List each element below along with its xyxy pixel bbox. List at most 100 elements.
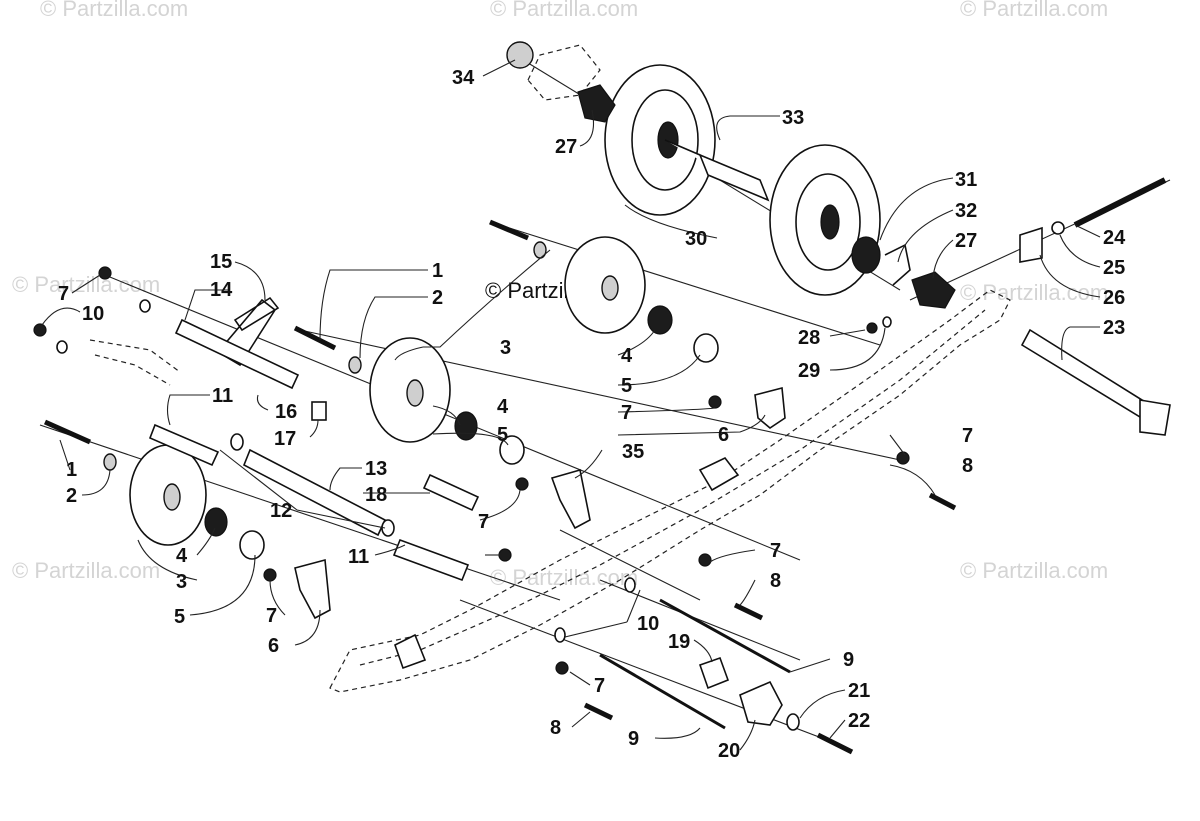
bolt-22	[816, 732, 854, 755]
callout-9: 9	[843, 649, 854, 671]
callout-16: 16	[275, 401, 297, 423]
callout-13: 13	[365, 458, 387, 480]
callout-7: 7	[266, 605, 277, 627]
watermark: © Partzilla.com	[40, 0, 188, 21]
ring-12	[381, 519, 395, 537]
parts	[33, 41, 1171, 755]
idler-wheel-large	[604, 64, 881, 296]
callout-17: 17	[274, 428, 296, 450]
ring-32	[884, 243, 911, 286]
nut-7	[708, 395, 722, 409]
callout-32: 32	[955, 200, 977, 222]
callout-10: 10	[637, 613, 659, 635]
callout-24: 24	[1103, 227, 1126, 249]
washer-2	[533, 241, 547, 259]
tube-11-lower	[392, 538, 470, 582]
callout-1: 1	[66, 459, 77, 481]
watermark: © Partzilla.com	[960, 0, 1108, 21]
callout-11: 11	[348, 546, 369, 568]
callout-2: 2	[432, 287, 443, 309]
leader-lines	[41, 59, 1101, 751]
bolt-24	[1073, 177, 1167, 228]
tube-13	[242, 448, 387, 537]
callout-21: 21	[848, 680, 870, 702]
callout-7: 7	[478, 511, 489, 533]
callout-8: 8	[770, 570, 781, 592]
nut-7	[515, 477, 529, 491]
watermark: © Partzilla.com	[960, 280, 1108, 305]
shaft-23-plate	[1139, 399, 1171, 436]
washer-34	[506, 41, 534, 69]
nut-7	[98, 266, 112, 280]
bolt-8-lower	[583, 702, 614, 721]
shaft-23	[1020, 328, 1151, 422]
callout-28: 28	[798, 327, 820, 349]
callout-33: 33	[782, 107, 804, 129]
callout-35: 35	[622, 441, 644, 463]
callout-3: 3	[500, 337, 511, 359]
bushing-17	[311, 401, 327, 421]
bracket-6-lower	[294, 558, 331, 620]
callout-20: 20	[718, 740, 740, 762]
washer-29	[882, 316, 892, 328]
callout-3: 3	[176, 571, 187, 593]
ring-12	[230, 433, 244, 451]
callout-labels: 34 27 33 30 31 32 27 24 25 26 23 28 29 1…	[58, 67, 1126, 762]
callout-8: 8	[550, 717, 561, 739]
callout-26: 26	[1103, 287, 1125, 309]
washer-25	[1051, 221, 1065, 235]
callout-7: 7	[594, 675, 605, 697]
cap-27-right	[911, 271, 956, 309]
callout-27: 27	[555, 136, 577, 158]
callout-4: 4	[497, 396, 509, 418]
callout-14: 14	[210, 279, 233, 301]
callout-5: 5	[174, 606, 185, 628]
bolt-1-mid	[293, 325, 337, 351]
callout-4: 4	[621, 345, 633, 367]
spacer-19	[698, 656, 730, 690]
bolt-8-right	[928, 492, 957, 511]
callout-6: 6	[268, 635, 279, 657]
callout-9: 9	[628, 728, 639, 750]
callout-2: 2	[66, 485, 77, 507]
bracket-35	[550, 468, 591, 530]
callout-19: 19	[668, 631, 690, 653]
cap-27	[577, 84, 616, 123]
bracket-20	[739, 680, 783, 726]
washer-10	[56, 340, 68, 354]
callout-6: 6	[718, 424, 729, 446]
callout-8: 8	[962, 455, 973, 477]
washer-2	[103, 453, 117, 471]
bolt-1-lower	[43, 419, 92, 445]
callout-22: 22	[848, 710, 870, 732]
callout-30: 30	[685, 228, 707, 250]
nut-7	[263, 568, 277, 582]
callout-1: 1	[432, 260, 443, 282]
nut-7	[698, 553, 712, 567]
bolt-9-upper	[659, 598, 791, 674]
nut-7	[498, 548, 512, 562]
callout-31: 31	[955, 169, 977, 191]
callout-11: 11	[212, 385, 233, 407]
callout-23: 23	[1103, 317, 1125, 339]
washer-21	[786, 713, 800, 731]
callout-15: 15	[210, 251, 232, 273]
bolt-9-lower	[599, 653, 726, 730]
callout-27-right: 27	[955, 230, 977, 252]
callout-7: 7	[58, 283, 69, 305]
suspension-rail	[89, 44, 1011, 693]
callout-7: 7	[962, 425, 973, 447]
callout-18: 18	[365, 484, 387, 506]
callout-4: 4	[176, 545, 188, 567]
nut-7	[33, 323, 47, 337]
washer-10	[139, 299, 151, 313]
watermark: © Partzilla.com	[490, 0, 638, 21]
callout-5: 5	[621, 375, 632, 397]
callout-5: 5	[497, 424, 508, 446]
callout-10: 10	[82, 303, 104, 325]
nut-7	[555, 661, 569, 675]
watermark: © Partzilla.com	[12, 558, 160, 583]
washer-10	[624, 577, 636, 593]
spacer-18	[422, 473, 480, 512]
